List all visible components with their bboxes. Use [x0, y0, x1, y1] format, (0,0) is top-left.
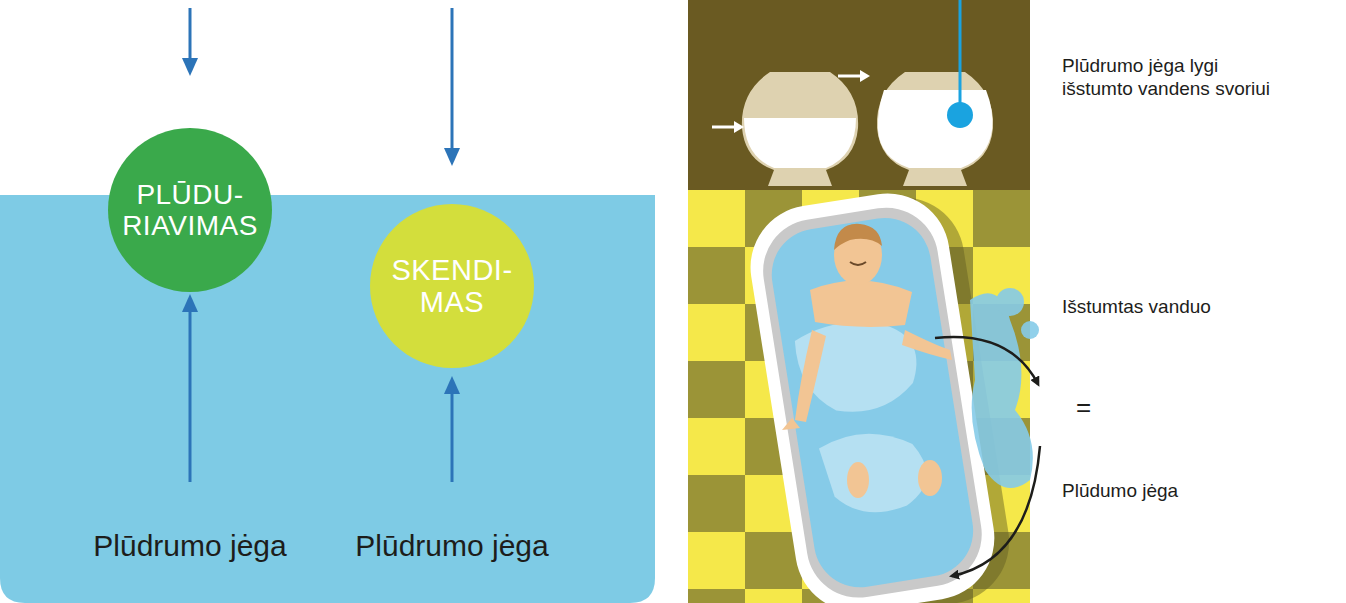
floating-circle: PLŪDU- RIAVIMAS: [108, 128, 272, 292]
displaced-water-label: Išstumtas vanduo: [1062, 296, 1302, 319]
water: [0, 195, 655, 603]
flow-arrow: [952, 446, 1040, 576]
jars: [712, 0, 993, 186]
flow-arrow: [935, 337, 1038, 384]
circle-label: SKENDI- MAS: [383, 254, 521, 319]
force-label: Plūdrumo jėga: [60, 528, 320, 564]
principle-note: Plūdrumo jėga lygi išstumto vandens svor…: [1062, 55, 1292, 101]
spilled-water: [970, 288, 1039, 488]
force-label: Plūdrumo jėga: [322, 528, 582, 564]
man: [782, 224, 952, 498]
sinking-circle: SKENDI- MAS: [370, 204, 534, 368]
equals-sign: =: [1076, 392, 1116, 423]
circle-label: PLŪDU- RIAVIMAS: [121, 179, 259, 242]
top-band: [688, 0, 1030, 190]
force-label: Plūdumo jėga: [1062, 480, 1302, 503]
